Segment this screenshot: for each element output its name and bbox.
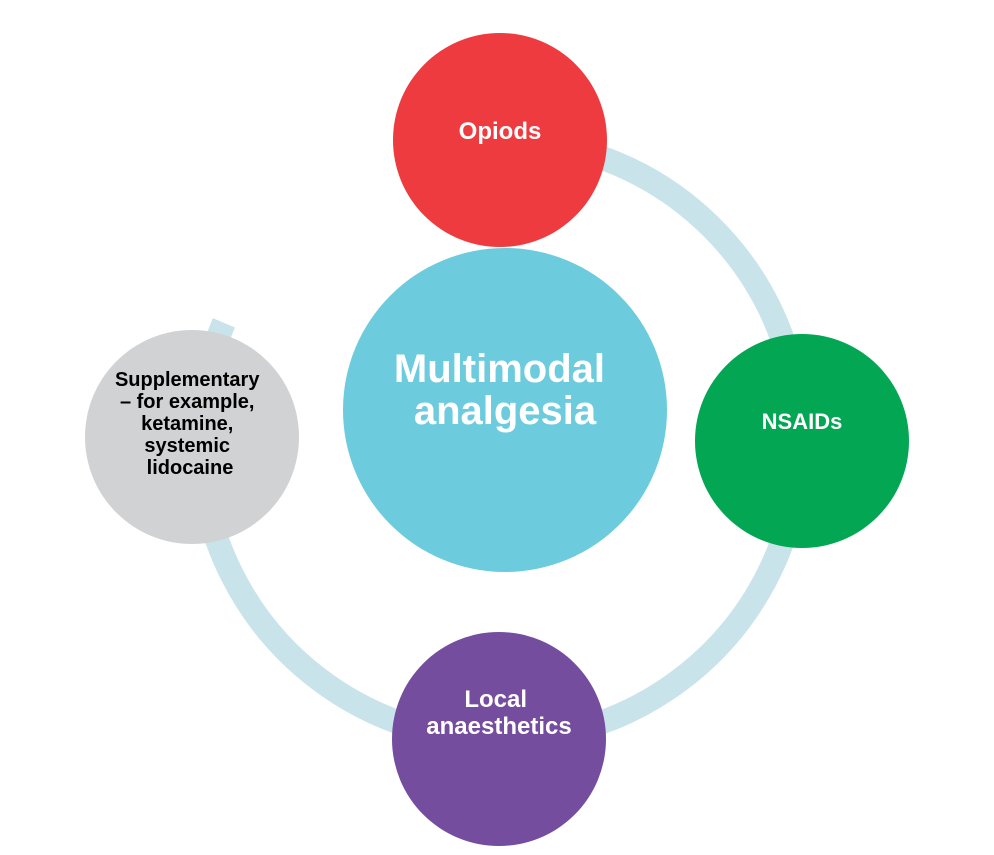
supplementary-label-line-5: lidocaine	[147, 457, 234, 479]
nsaids-label: NSAIDs	[762, 409, 843, 434]
nsaids-label-line-1: NSAIDs	[762, 409, 843, 434]
opioids-label: Opiods	[459, 118, 542, 145]
supplementary-label-line-1: Supplementary	[115, 369, 260, 391]
opioids-label-line-1: Opiods	[459, 118, 542, 145]
supplementary-node: Supplementary – for example, ketamine, s…	[85, 330, 299, 544]
opioids-node: Opiods	[393, 33, 607, 247]
supplementary-label-line-3: ketamine,	[141, 413, 233, 435]
local-anaesthetics-label: Local anaesthetics	[426, 686, 571, 740]
center-label-line-1: Multimodal	[394, 347, 605, 391]
nsaids-node: NSAIDs	[695, 334, 909, 548]
center-node: Multimodal analgesia	[343, 248, 667, 572]
supplementary-label: Supplementary – for example, ketamine, s…	[115, 369, 265, 479]
supplementary-label-line-4: systemic	[144, 435, 230, 457]
local-anaesthetics-node: Local anaesthetics	[392, 632, 606, 846]
center-label: Multimodal analgesia	[394, 347, 616, 433]
center-label-line-2: analgesia	[414, 389, 597, 433]
connecting-ring	[188, 128, 812, 752]
supplementary-label-line-2: – for example,	[120, 391, 255, 413]
local-anaesthetics-label-line-1: Local	[464, 686, 527, 713]
local-anaesthetics-label-line-2: anaesthetics	[426, 713, 571, 740]
